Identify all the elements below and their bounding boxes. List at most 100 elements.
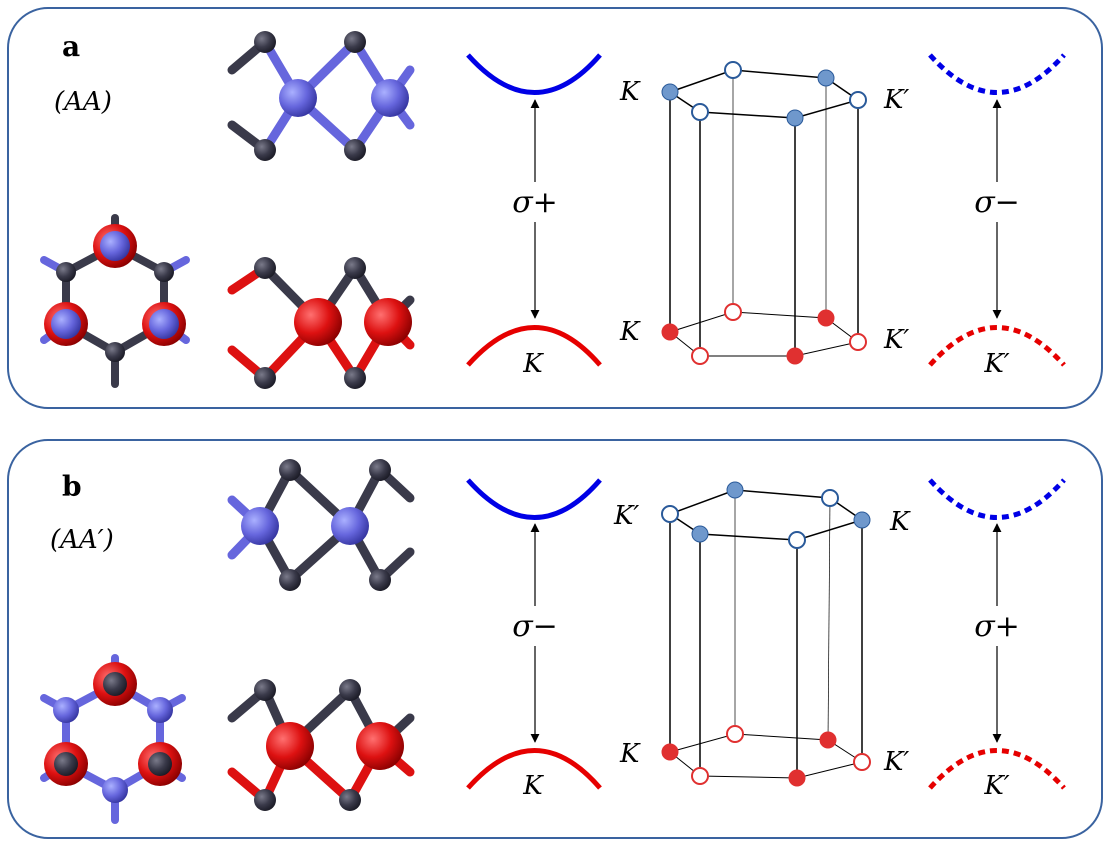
chalcogen-atom — [369, 569, 391, 591]
bz-label-bottom-left: K — [619, 739, 641, 769]
bz-filled-dot — [726, 481, 744, 499]
red-metal-atom — [364, 298, 412, 346]
chalcogen-atom — [344, 139, 366, 161]
metal-atom — [331, 507, 369, 545]
conduction-band-curve-dotted — [928, 478, 1066, 520]
bz-open-dot — [726, 725, 744, 743]
bz-open-dot — [691, 103, 709, 121]
bz-label-top-left: K — [619, 77, 641, 107]
bz-open-dot — [661, 505, 679, 523]
chalcogen-atom — [279, 569, 301, 591]
chalcogen-atom — [344, 257, 366, 279]
valley-label: K′ — [983, 349, 1009, 379]
metal-atom — [100, 231, 130, 261]
bz-open-dot — [849, 333, 867, 351]
panel-a-side-view-bottom — [227, 257, 415, 389]
metal-atom — [279, 79, 317, 117]
red-metal-atom — [294, 298, 342, 346]
chalcogen-atom — [254, 367, 276, 389]
panel-b-side-view-bottom — [227, 679, 415, 811]
bz-open-dot — [788, 531, 806, 549]
chalcogen-atom — [103, 672, 127, 696]
bz-open-dot — [849, 91, 867, 109]
bz-open-dot — [691, 347, 709, 365]
polarization-label: σ+ — [974, 609, 1020, 644]
bz-filled-dot — [853, 511, 871, 529]
bz-filled-dot — [661, 743, 679, 761]
panel-a-stacking: (AA) — [54, 87, 112, 117]
bz-filled-dot — [661, 323, 679, 341]
metal-atom — [147, 697, 173, 723]
chalcogen-atom — [254, 257, 276, 279]
red-metal-atom — [356, 722, 404, 770]
conduction-band-curve-dotted — [928, 53, 1066, 95]
bz-filled-dot — [661, 83, 679, 101]
bz-label-top-right: K — [889, 507, 911, 537]
panel-b-stacking: (AA′) — [50, 525, 114, 555]
panel-b-frame — [7, 439, 1103, 839]
chalcogen-atom — [344, 367, 366, 389]
bz-filled-dot — [817, 309, 835, 327]
metal-atom — [149, 309, 179, 339]
bz-label-bottom-left: K — [619, 317, 641, 347]
polarization-label: σ+ — [512, 185, 558, 220]
panel-b-side-view-top — [227, 459, 415, 591]
panel-a-top-view — [40, 214, 190, 388]
panel-a: a (AA) — [7, 7, 1103, 409]
panel-b-brillouin-zone — [661, 481, 871, 787]
panel-a-right-transition: σ− K′ — [928, 53, 1066, 379]
bz-filled-dot — [819, 731, 837, 749]
bz-filled-dot — [817, 69, 835, 87]
valence-band-curve-dotted — [928, 748, 1066, 790]
bz-filled-dot — [786, 109, 804, 127]
conduction-band-curve — [466, 53, 602, 95]
bz-open-dot — [691, 767, 709, 785]
chalcogen-atom — [344, 31, 366, 53]
valence-band-curve — [466, 748, 602, 790]
bz-filled-dot — [788, 769, 806, 787]
chalcogen-atom — [154, 262, 174, 282]
bz-filled-dot — [691, 525, 709, 543]
panel-b-left-transition: σ− K — [466, 478, 602, 801]
valence-band-curve-dotted — [928, 325, 1066, 367]
bz-filled-dot — [786, 347, 804, 365]
chalcogen-atom — [56, 262, 76, 282]
bz-label-top-left: K′ — [613, 501, 639, 531]
metal-atom — [51, 309, 81, 339]
chalcogen-atom — [369, 459, 391, 481]
valley-label: K — [522, 771, 544, 801]
bz-open-dot — [724, 303, 742, 321]
panel-b-right-transition: σ+ K′ — [928, 478, 1066, 801]
bz-label-bottom-right: K′ — [883, 747, 909, 777]
chalcogen-atom — [339, 789, 361, 811]
valence-band-curve — [466, 325, 602, 367]
panel-a-brillouin-zone — [661, 61, 867, 365]
chalcogen-atom — [254, 789, 276, 811]
bz-open-dot — [821, 489, 839, 507]
chalcogen-atom — [279, 459, 301, 481]
chalcogen-atom — [54, 752, 78, 776]
panel-a-letter: a — [62, 30, 80, 63]
panel-a-side-view-top — [227, 31, 415, 161]
bz-label-top-right: K′ — [883, 85, 909, 115]
red-metal-atom — [266, 722, 314, 770]
panel-a-left-transition: σ+ K — [466, 53, 602, 379]
chalcogen-atom — [254, 31, 276, 53]
polarization-label: σ− — [512, 609, 558, 644]
panel-b: b (AA′) — [7, 439, 1103, 839]
chalcogen-atom — [254, 679, 276, 701]
chalcogen-atom — [339, 679, 361, 701]
bz-open-dot — [724, 61, 742, 79]
valley-label: K′ — [983, 771, 1009, 801]
bz-label-bottom-right: K′ — [883, 325, 909, 355]
panel-b-letter: b — [62, 470, 82, 503]
metal-atom — [102, 777, 128, 803]
chalcogen-atom — [148, 752, 172, 776]
conduction-band-curve — [466, 478, 602, 520]
metal-atom — [241, 507, 279, 545]
polarization-label: σ− — [974, 185, 1020, 220]
metal-atom — [371, 79, 409, 117]
chalcogen-atom — [105, 342, 125, 362]
panel-b-top-view — [40, 654, 186, 824]
